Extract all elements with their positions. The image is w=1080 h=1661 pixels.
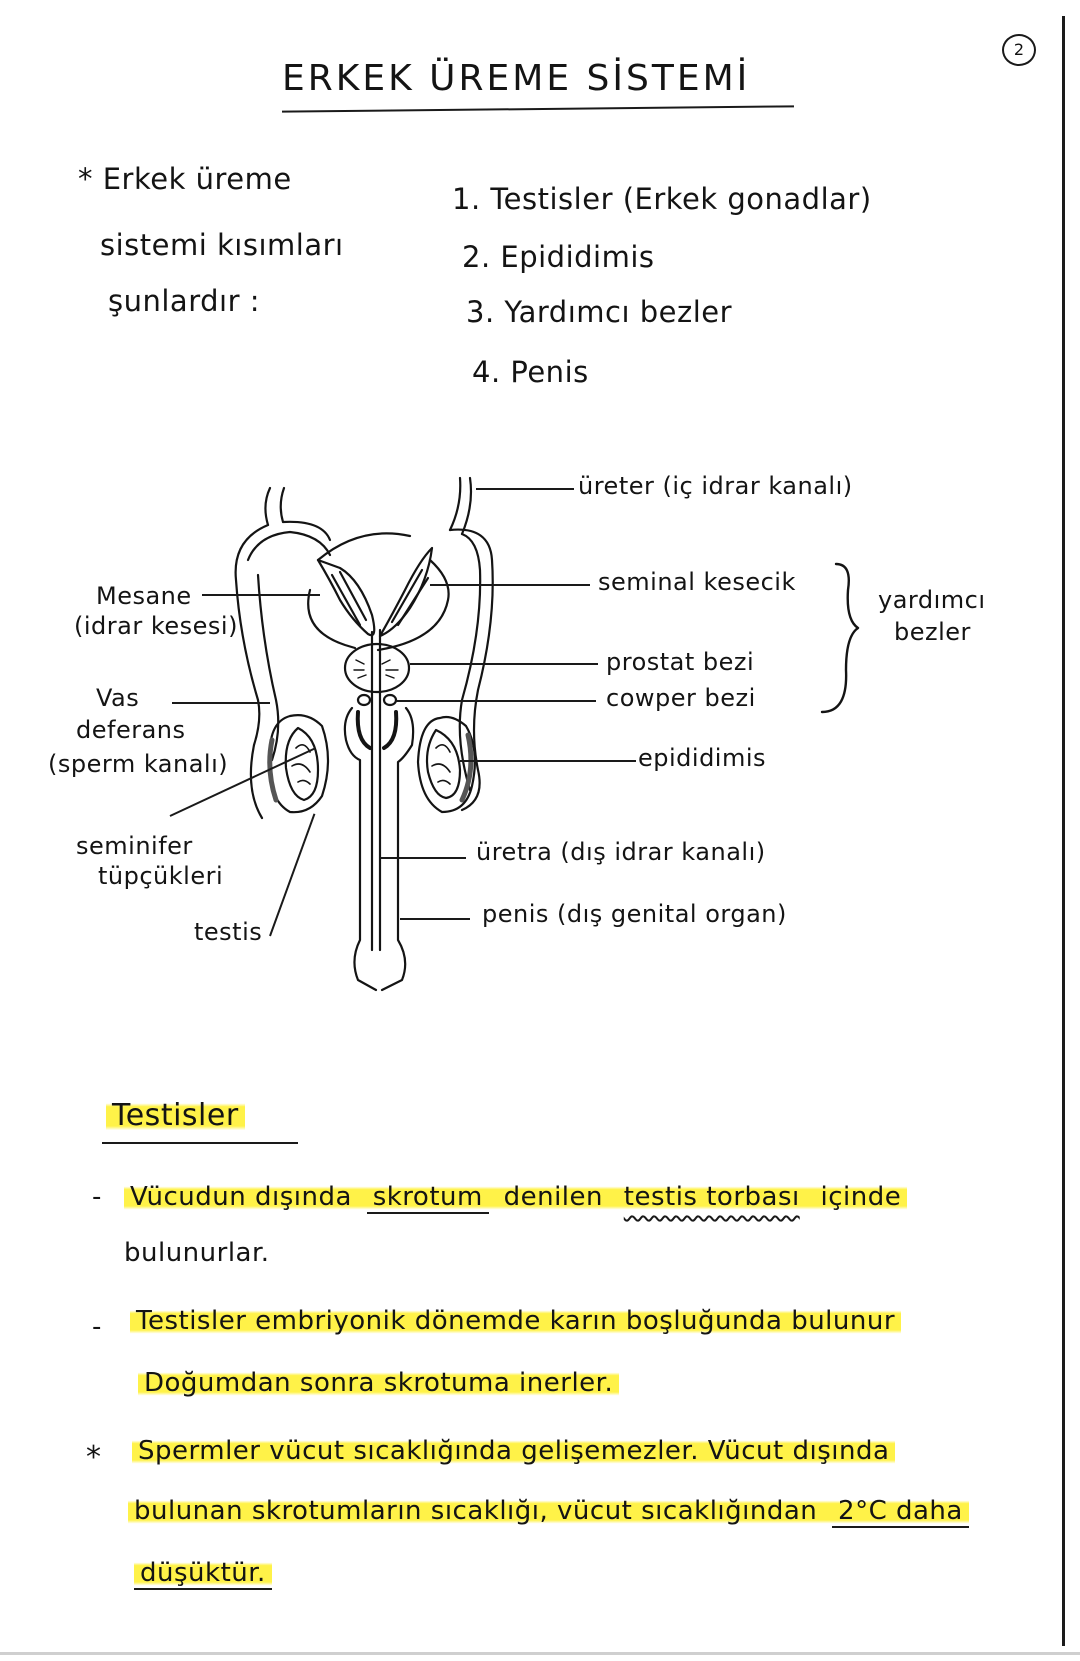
heading-underline xyxy=(102,1142,298,1144)
list-text: Testisler (Erkek gonadlar) xyxy=(490,182,872,216)
leader-line-seminal xyxy=(430,584,590,586)
page-number-badge: 2 xyxy=(1002,34,1036,66)
intro-line-3: şunlardır : xyxy=(108,284,260,318)
label-testis: testis xyxy=(194,918,263,946)
page-edge-right xyxy=(1062,16,1065,1646)
text-run: Testisler embriyonik dönemde karın boşlu… xyxy=(130,1306,902,1336)
label-mesane: Mesane xyxy=(96,582,192,610)
text-run-wavy: testis torbası xyxy=(617,1182,806,1212)
section-heading: Testisler xyxy=(106,1098,245,1133)
label-idrar-kesesi: (idrar kesesi) xyxy=(74,612,238,640)
text-run: bulunan skrotumların sıcaklığı, vücut sı… xyxy=(128,1496,833,1526)
text-run: bulunurlar. xyxy=(124,1238,270,1268)
leader-line-mesane xyxy=(202,594,320,596)
page-edge-bottom xyxy=(0,1652,1080,1655)
label-cowper-bezi: cowper bezi xyxy=(606,684,756,712)
label-epididimis: epididimis xyxy=(638,744,767,772)
leader-line-cowper xyxy=(396,700,596,702)
body-line: Spermler vücut sıcaklığında gelişemezler… xyxy=(132,1436,896,1466)
label-uretra: üretra (dış idrar kanalı) xyxy=(476,838,766,866)
body-line: bulunurlar. xyxy=(124,1238,270,1268)
bullet-marker: - xyxy=(92,1182,102,1212)
list-number: 2. xyxy=(462,240,491,274)
leader-line-uretra xyxy=(380,857,466,859)
leader-line-epididimis xyxy=(460,760,636,762)
body-line: Vücudun dışında skrotum denilen testis t… xyxy=(124,1182,908,1214)
leader-line-prostat xyxy=(410,663,598,665)
section-heading-text: Testisler xyxy=(106,1098,245,1133)
text-run: Spermler vücut sıcaklığında gelişemezler… xyxy=(132,1436,896,1466)
body-line: düşüktür. xyxy=(134,1558,272,1590)
label-deferans: deferans xyxy=(76,716,186,744)
label-ureter: üreter (iç idrar kanalı) xyxy=(578,472,853,500)
label-yardimci: yardımcı xyxy=(878,586,986,614)
text-run: Vücudun dışında xyxy=(124,1182,367,1212)
text-run-underlined: skrotum xyxy=(366,1182,489,1214)
leader-line-vas xyxy=(172,702,270,704)
text-run: Doğumdan sonra skrotuma inerler. xyxy=(138,1368,620,1398)
label-sperm-kanali: (sperm kanalı) xyxy=(48,750,229,778)
label-seminifer: seminifer xyxy=(76,832,193,860)
list-number: 3. xyxy=(466,295,495,329)
leader-line-penis xyxy=(400,918,470,920)
text-run-underlined: 2°C daha xyxy=(832,1496,969,1528)
label-seminal-kesecik: seminal kesecik xyxy=(598,568,796,596)
list-item: 1. Testisler (Erkek gonadlar) xyxy=(452,182,872,216)
label-tupcukleri: tüpçükleri xyxy=(98,862,224,890)
page-title: ERKEK ÜREME SİSTEMİ xyxy=(282,58,751,99)
bullet-marker: - xyxy=(92,1312,102,1342)
bullet-marker: * xyxy=(86,1440,102,1475)
intro-line-2: sistemi kısımları xyxy=(100,228,344,262)
label-bezler: bezler xyxy=(894,618,971,646)
list-item: 3. Yardımcı bezler xyxy=(466,295,732,329)
text-run: içinde xyxy=(805,1182,908,1212)
text-run: denilen xyxy=(488,1182,618,1212)
body-line: Doğumdan sonra skrotuma inerler. xyxy=(138,1368,620,1398)
list-text: Epididimis xyxy=(500,240,655,274)
list-item: 2. Epididimis xyxy=(462,240,655,274)
leader-line-ureter xyxy=(476,488,574,490)
list-number: 4. xyxy=(472,355,501,389)
label-vas: Vas xyxy=(96,684,140,712)
body-line: bulunan skrotumların sıcaklığı, vücut sı… xyxy=(128,1496,969,1528)
list-item: 4. Penis xyxy=(472,355,589,389)
label-prostat-bezi: prostat bezi xyxy=(606,648,755,676)
label-penis: penis (dış genital organ) xyxy=(482,900,787,928)
list-text: Yardımcı bezler xyxy=(504,295,733,329)
list-text: Penis xyxy=(510,355,589,389)
text-run-underlined: düşüktür. xyxy=(134,1558,272,1590)
list-number: 1. xyxy=(452,182,481,216)
intro-line-1: * Erkek üreme xyxy=(78,162,292,196)
body-line: Testisler embriyonik dönemde karın boşlu… xyxy=(130,1306,902,1336)
